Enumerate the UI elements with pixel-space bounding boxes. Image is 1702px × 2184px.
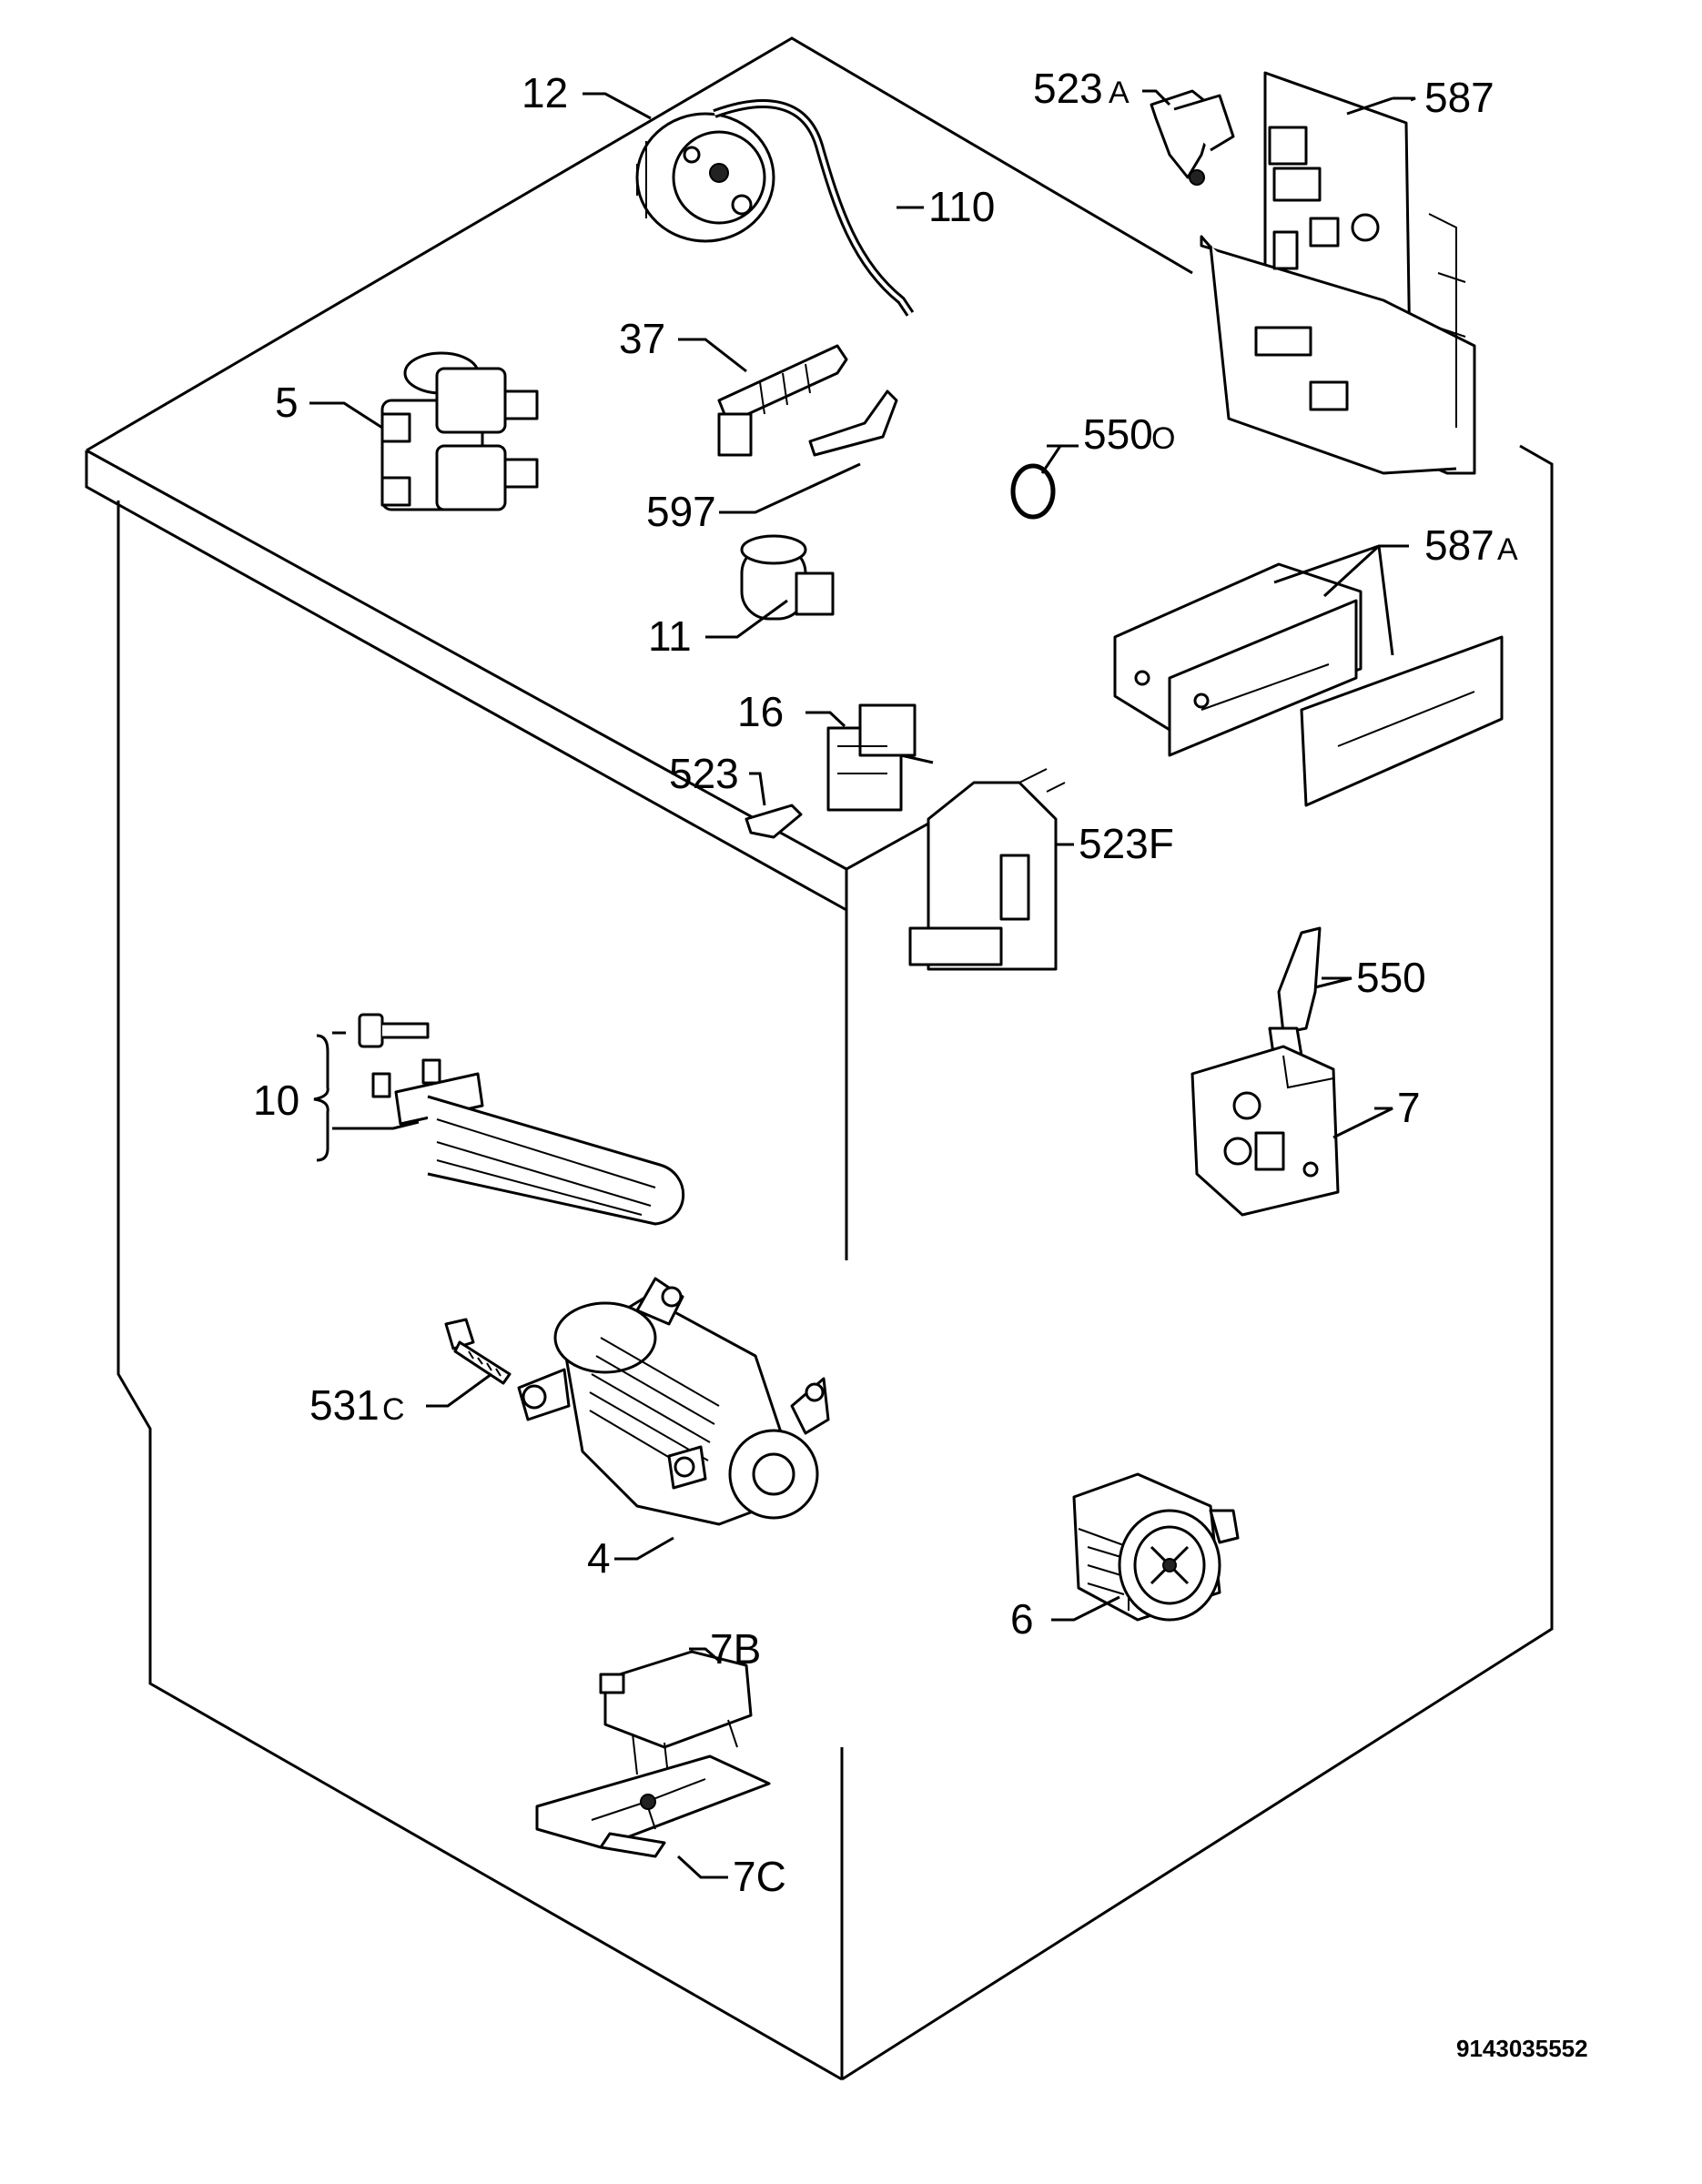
label-523a-suffix: A bbox=[1109, 76, 1130, 110]
label-523f: 523F bbox=[1079, 820, 1174, 867]
program-selector-part-7 bbox=[1190, 1045, 1340, 1217]
inlet-valve-part-5 bbox=[380, 351, 539, 511]
cabinet-outline bbox=[85, 36, 1554, 2081]
label-550o: 550 bbox=[1083, 410, 1153, 458]
label-597: 597 bbox=[646, 488, 716, 535]
base-plate-part-7c bbox=[535, 1754, 771, 1858]
label-37: 37 bbox=[619, 315, 665, 362]
label-523: 523 bbox=[669, 750, 739, 797]
label-531c-suffix: C bbox=[382, 1392, 405, 1427]
lever-part-550 bbox=[1268, 926, 1322, 1062]
selector-bracket-part-523f bbox=[908, 768, 1066, 971]
door-interlock-part-16 bbox=[826, 703, 934, 812]
label-110: 110 bbox=[928, 183, 995, 230]
label-12: 12 bbox=[522, 69, 568, 116]
pressure-hose-part-110 bbox=[713, 99, 915, 317]
label-4: 4 bbox=[587, 1534, 611, 1582]
label-587a: 587 bbox=[1424, 521, 1494, 569]
label-587a-suffix: A bbox=[1497, 532, 1518, 567]
drain-pump-part-6 bbox=[1072, 1472, 1240, 1622]
label-16: 16 bbox=[737, 688, 784, 735]
label-587: 587 bbox=[1424, 74, 1494, 121]
label-550o-suffix: O bbox=[1151, 421, 1175, 456]
label-7: 7 bbox=[1397, 1084, 1421, 1131]
small-clip-part-523 bbox=[745, 804, 803, 839]
label-550: 550 bbox=[1356, 954, 1426, 1001]
board-part-7b bbox=[599, 1650, 753, 1785]
label-7c: 7C bbox=[733, 1853, 786, 1900]
capacitor-part-11 bbox=[740, 534, 835, 621]
label-5: 5 bbox=[275, 379, 299, 426]
motor-part-4 bbox=[517, 1277, 830, 1526]
o-ring-part-550o bbox=[1010, 463, 1056, 520]
control-board-part-587 bbox=[1200, 71, 1476, 475]
label-7b: 7B bbox=[710, 1625, 761, 1673]
reference-number: 9143035552 bbox=[1456, 2035, 1588, 2062]
clip-part-597 bbox=[808, 389, 898, 457]
knob-part-523a bbox=[1150, 89, 1235, 186]
label-523a: 523 bbox=[1033, 65, 1103, 112]
label-11: 11 bbox=[648, 612, 692, 660]
display-boards-part-587a bbox=[1113, 562, 1504, 807]
leader-lines bbox=[309, 89, 1416, 1879]
label-531c: 531 bbox=[309, 1381, 380, 1429]
terminal-block-part-37 bbox=[717, 344, 848, 457]
part-labels: 12 110 523 A 587 37 5 550 O 597 587 A 11… bbox=[253, 65, 1518, 1900]
bolt-part-531c bbox=[444, 1318, 512, 1385]
pressure-switch-part-12 bbox=[635, 112, 775, 243]
heater-part-10 bbox=[358, 1013, 685, 1226]
label-6: 6 bbox=[1010, 1595, 1034, 1643]
label-10: 10 bbox=[253, 1077, 299, 1124]
